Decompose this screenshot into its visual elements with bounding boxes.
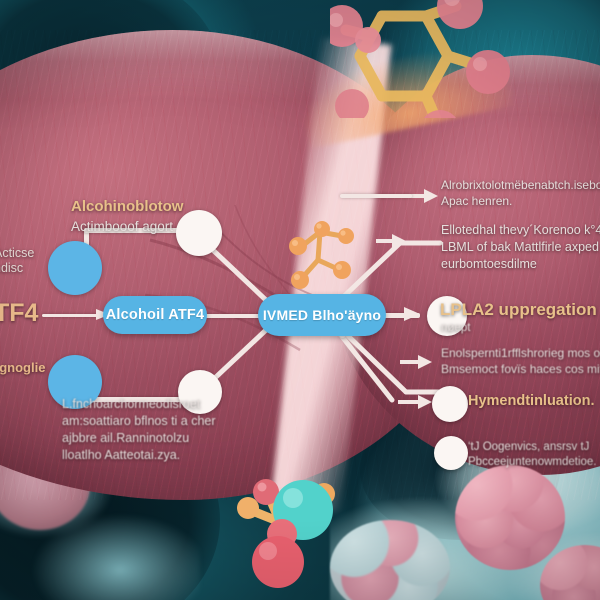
edge-label-action: Acticse ndisc xyxy=(0,246,34,276)
connector-annotation-lower-right xyxy=(340,334,345,338)
pill-alcohol-atf4-label: Alcohoil ATF4 xyxy=(105,307,205,323)
connector-left-inflow xyxy=(42,314,110,317)
edge-label-signals: sgnoglie xyxy=(0,360,45,375)
annotation-lower-right: Enolspernti1rfflshrorieg mos oo dr Bmsem… xyxy=(441,345,600,377)
connector-topleft-horizontal xyxy=(84,228,190,233)
heading-hyperinflation-label: Hymendtinluation. xyxy=(468,393,595,409)
arrowhead-ivmed-to-node xyxy=(404,307,420,321)
node-white-bottom-right[interactable] xyxy=(434,436,468,470)
pill-ivmed[interactable]: IVMED Blho'äyno xyxy=(258,294,386,336)
arrowhead-annotation-hyperinflation xyxy=(398,395,432,409)
connector-pill-to-pill xyxy=(205,314,275,318)
molecule-cluster-bottom xyxy=(228,472,388,597)
edge-label-action-line-1: Acticse xyxy=(0,246,35,260)
annotation-bottom-right-line-2: Pbcceejuntenowmdetioe. xyxy=(468,456,597,468)
annotation-bottom-right-line-1: ‘tJ Oogenvics, ansrsv tJ xyxy=(468,441,590,453)
heading-lpla2-label: LPLA2 uppregation xyxy=(440,300,597,319)
annotation-mid-right: Ellotedhal thevy´Korenoo k°412 fac LBML … xyxy=(441,222,600,273)
edge-label-action-line-2: ndisc xyxy=(0,261,24,275)
annotation-action-agent: Actimbooof agort xyxy=(71,219,173,234)
annotation-top-right: Alrobrixtolotmëbenabtch.isebomntfoc Apac… xyxy=(441,177,600,209)
node-blue-bottom-left[interactable] xyxy=(48,355,102,409)
arrowhead-annotation-lower-right xyxy=(400,355,432,369)
heading-lpla2: LPLA2 uppregation xyxy=(440,300,597,320)
cell-cluster xyxy=(330,520,450,600)
annotation-lpla2-sub: nøept xyxy=(441,322,470,334)
annotation-mid-right-line-2: LBML of bak Mattlfirle axped La xyxy=(441,240,600,254)
heading-alcohol-agent-label: Alcohinoblotow xyxy=(71,198,184,215)
heading-hyperinflation: Hymendtinluation. xyxy=(468,393,594,409)
arrowhead-annotation-mid-right xyxy=(376,234,406,248)
annotation-lower-left: L.fnchoarchormeodisroet am:soattiaro bfl… xyxy=(62,396,242,464)
connector-ivmed-to-node xyxy=(382,313,420,318)
annotation-lower-left-line-1: L.fnchoarchormeodisroet xyxy=(62,397,201,411)
annotation-top-right-line-2: Apac henren. xyxy=(441,194,513,208)
node-blue-top-left[interactable] xyxy=(48,241,102,295)
molecule-branch-center xyxy=(272,212,382,304)
molecule-hexagon-top xyxy=(321,0,520,150)
annotation-lower-right-line-1: Enolspernti1rfflshrorieg mos oo dr xyxy=(441,346,600,360)
cell-cluster xyxy=(455,465,565,570)
annotation-mid-right-line-1: Ellotedhal thevy´Korenoo k°412 fac xyxy=(441,223,600,237)
annotation-top-right-line-1: Alrobrixtolotmëbenabtch.isebomntfoc xyxy=(441,178,600,192)
pill-alcohol-atf4[interactable]: Alcohoil ATF4 xyxy=(103,296,207,334)
node-white-bottom-left[interactable] xyxy=(178,370,222,414)
edge-label-atf4: TF4 xyxy=(0,299,38,328)
annotation-action-agent-line-1: Actimbooof agort xyxy=(71,219,174,234)
annotation-bottom-right: ‘tJ Oogenvics, ansrsv tJ Pbcceejuntenowm… xyxy=(468,440,600,470)
pill-ivmed-label: IVMED Blho'äyno xyxy=(262,307,382,323)
connector-bottomleft-horizontal xyxy=(84,397,194,402)
annotation-mid-right-line-3: eurbomtoesdilme xyxy=(441,257,537,271)
annotation-lower-left-line-2: am:soattiaro bflnos ti a cher xyxy=(62,414,216,428)
annotation-lower-left-line-3: ajbbre ail.Ranninotolzu xyxy=(62,431,190,445)
annotation-lower-left-line-4: lloatlho Aatteotai.zya. xyxy=(62,448,181,462)
node-white-top[interactable] xyxy=(176,210,222,256)
connector-annotation-top-right xyxy=(340,194,412,198)
edge-label-signals-text: sgnoglie xyxy=(0,360,46,375)
annotation-lower-right-line-2: Bmsemoct fovïs haces cos mif xyxy=(441,362,600,376)
arrowhead-annotation-top-right xyxy=(408,189,438,203)
edge-label-atf4-text: TF4 xyxy=(0,299,39,327)
annotation-lpla2-sub-line-1: nøept xyxy=(441,322,471,334)
node-white-hyperinflation[interactable] xyxy=(432,386,468,422)
heading-alcohol-agent: Alcohinoblotow xyxy=(71,198,183,215)
node-white-lpla2[interactable] xyxy=(427,296,467,336)
